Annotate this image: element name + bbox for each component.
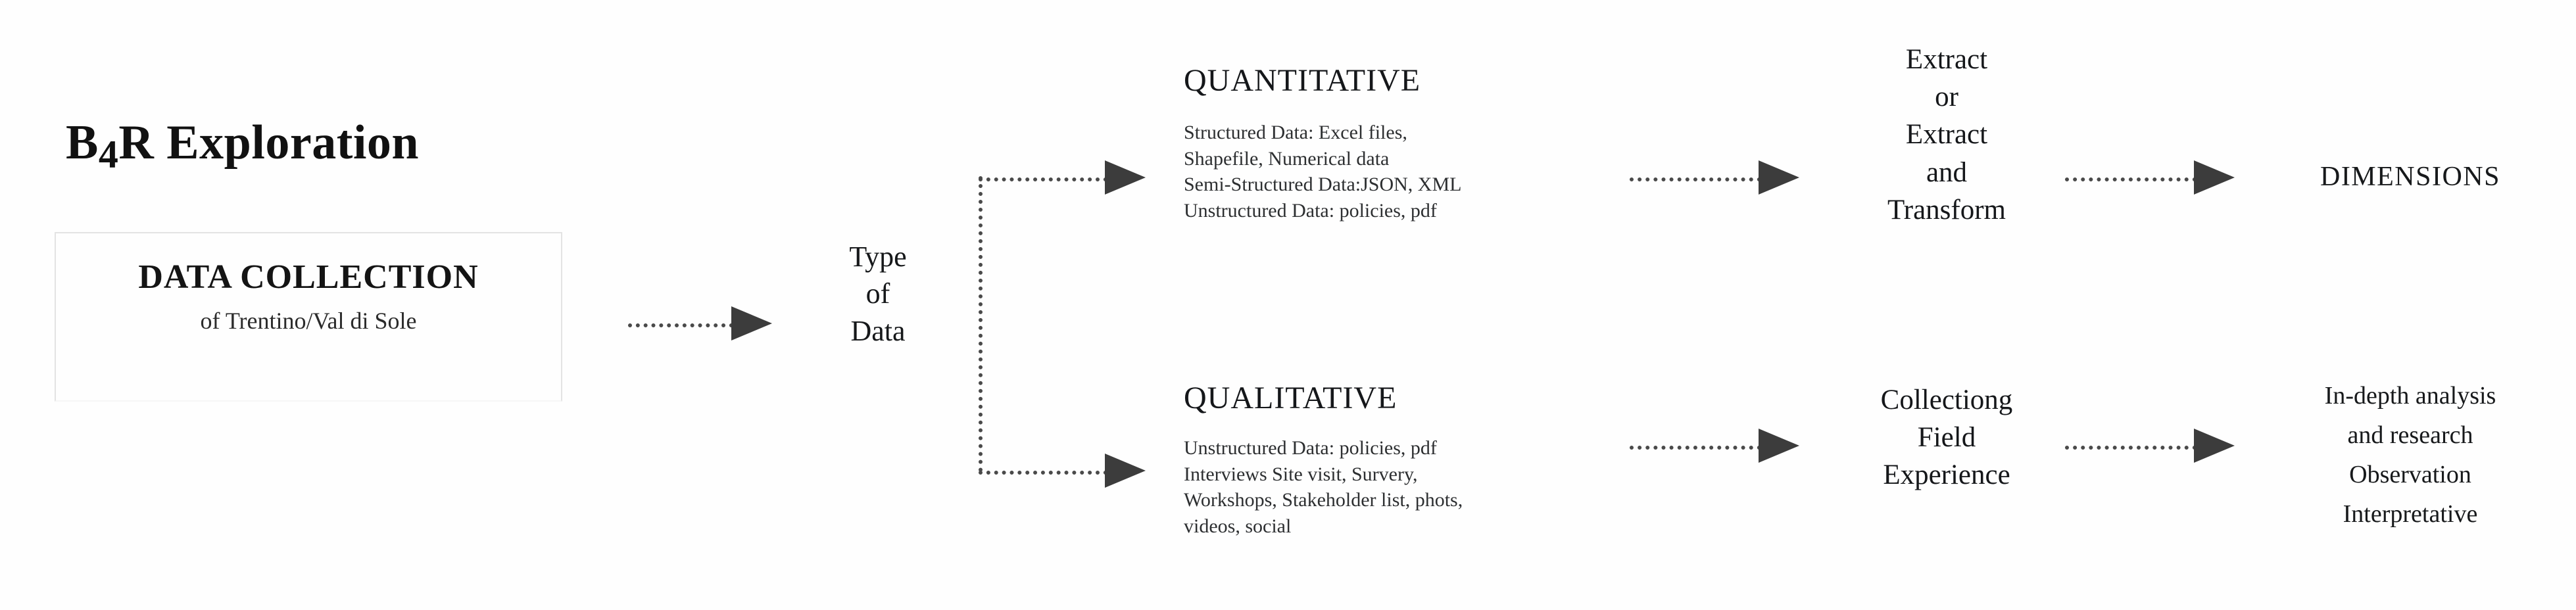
branch-qualitative-line	[979, 471, 1107, 475]
type-of-data-label: Type of Data	[849, 241, 907, 347]
branch-qualitative-arrowhead	[1105, 454, 1146, 488]
data-collection-heading: DATA COLLECTION	[138, 258, 479, 296]
connector-qualitative-to-collecting-line	[1630, 446, 1761, 450]
connector-extract-to-dimensions-line	[2065, 177, 2197, 181]
branch-quantitative-line	[979, 177, 1107, 181]
quantitative-heading: QUANTITATIVE	[1184, 63, 1421, 98]
connector-collection-to-type-line	[628, 323, 733, 327]
title-b: B	[66, 116, 99, 170]
title-4: 4	[98, 133, 119, 176]
connector-extract-to-dimensions-arrowhead	[2194, 160, 2235, 195]
connector-qualitative-to-collecting-arrowhead	[1759, 429, 1799, 463]
extract-transform-label: Extract or Extract and Transform	[1887, 44, 2006, 225]
quantitative-body: Structured Data: Excel files, Shapefile,…	[1184, 122, 1462, 222]
dimensions-label: DIMENSIONS	[2320, 162, 2500, 192]
connector-collection-to-type-arrowhead	[731, 306, 772, 340]
title-rest: R Exploration	[118, 116, 420, 170]
connector-collecting-to-outcome-line	[2065, 446, 2197, 450]
data-collection-subtitle: of Trentino/Val di Sole	[200, 308, 417, 334]
branch-split-vertical-line	[979, 176, 983, 472]
connector-quantitative-to-extract-line	[1630, 177, 1761, 181]
connector-quantitative-to-extract-arrowhead	[1759, 160, 1799, 195]
branch-quantitative-arrowhead	[1105, 160, 1146, 195]
data-collection-box	[55, 232, 562, 402]
connector-collecting-to-outcome-arrowhead	[2194, 429, 2235, 463]
qualitative-body: Unstructured Data: policies, pdf Intervi…	[1184, 437, 1463, 537]
page-title: B4R Exploration	[66, 115, 419, 177]
qualitative-outcome-label: In-depth analysis and research Observati…	[2324, 382, 2496, 528]
qualitative-heading: QUALITATIVE	[1184, 381, 1397, 415]
collecting-field-experience-label: Collectiong Field Experience	[1880, 385, 2013, 491]
